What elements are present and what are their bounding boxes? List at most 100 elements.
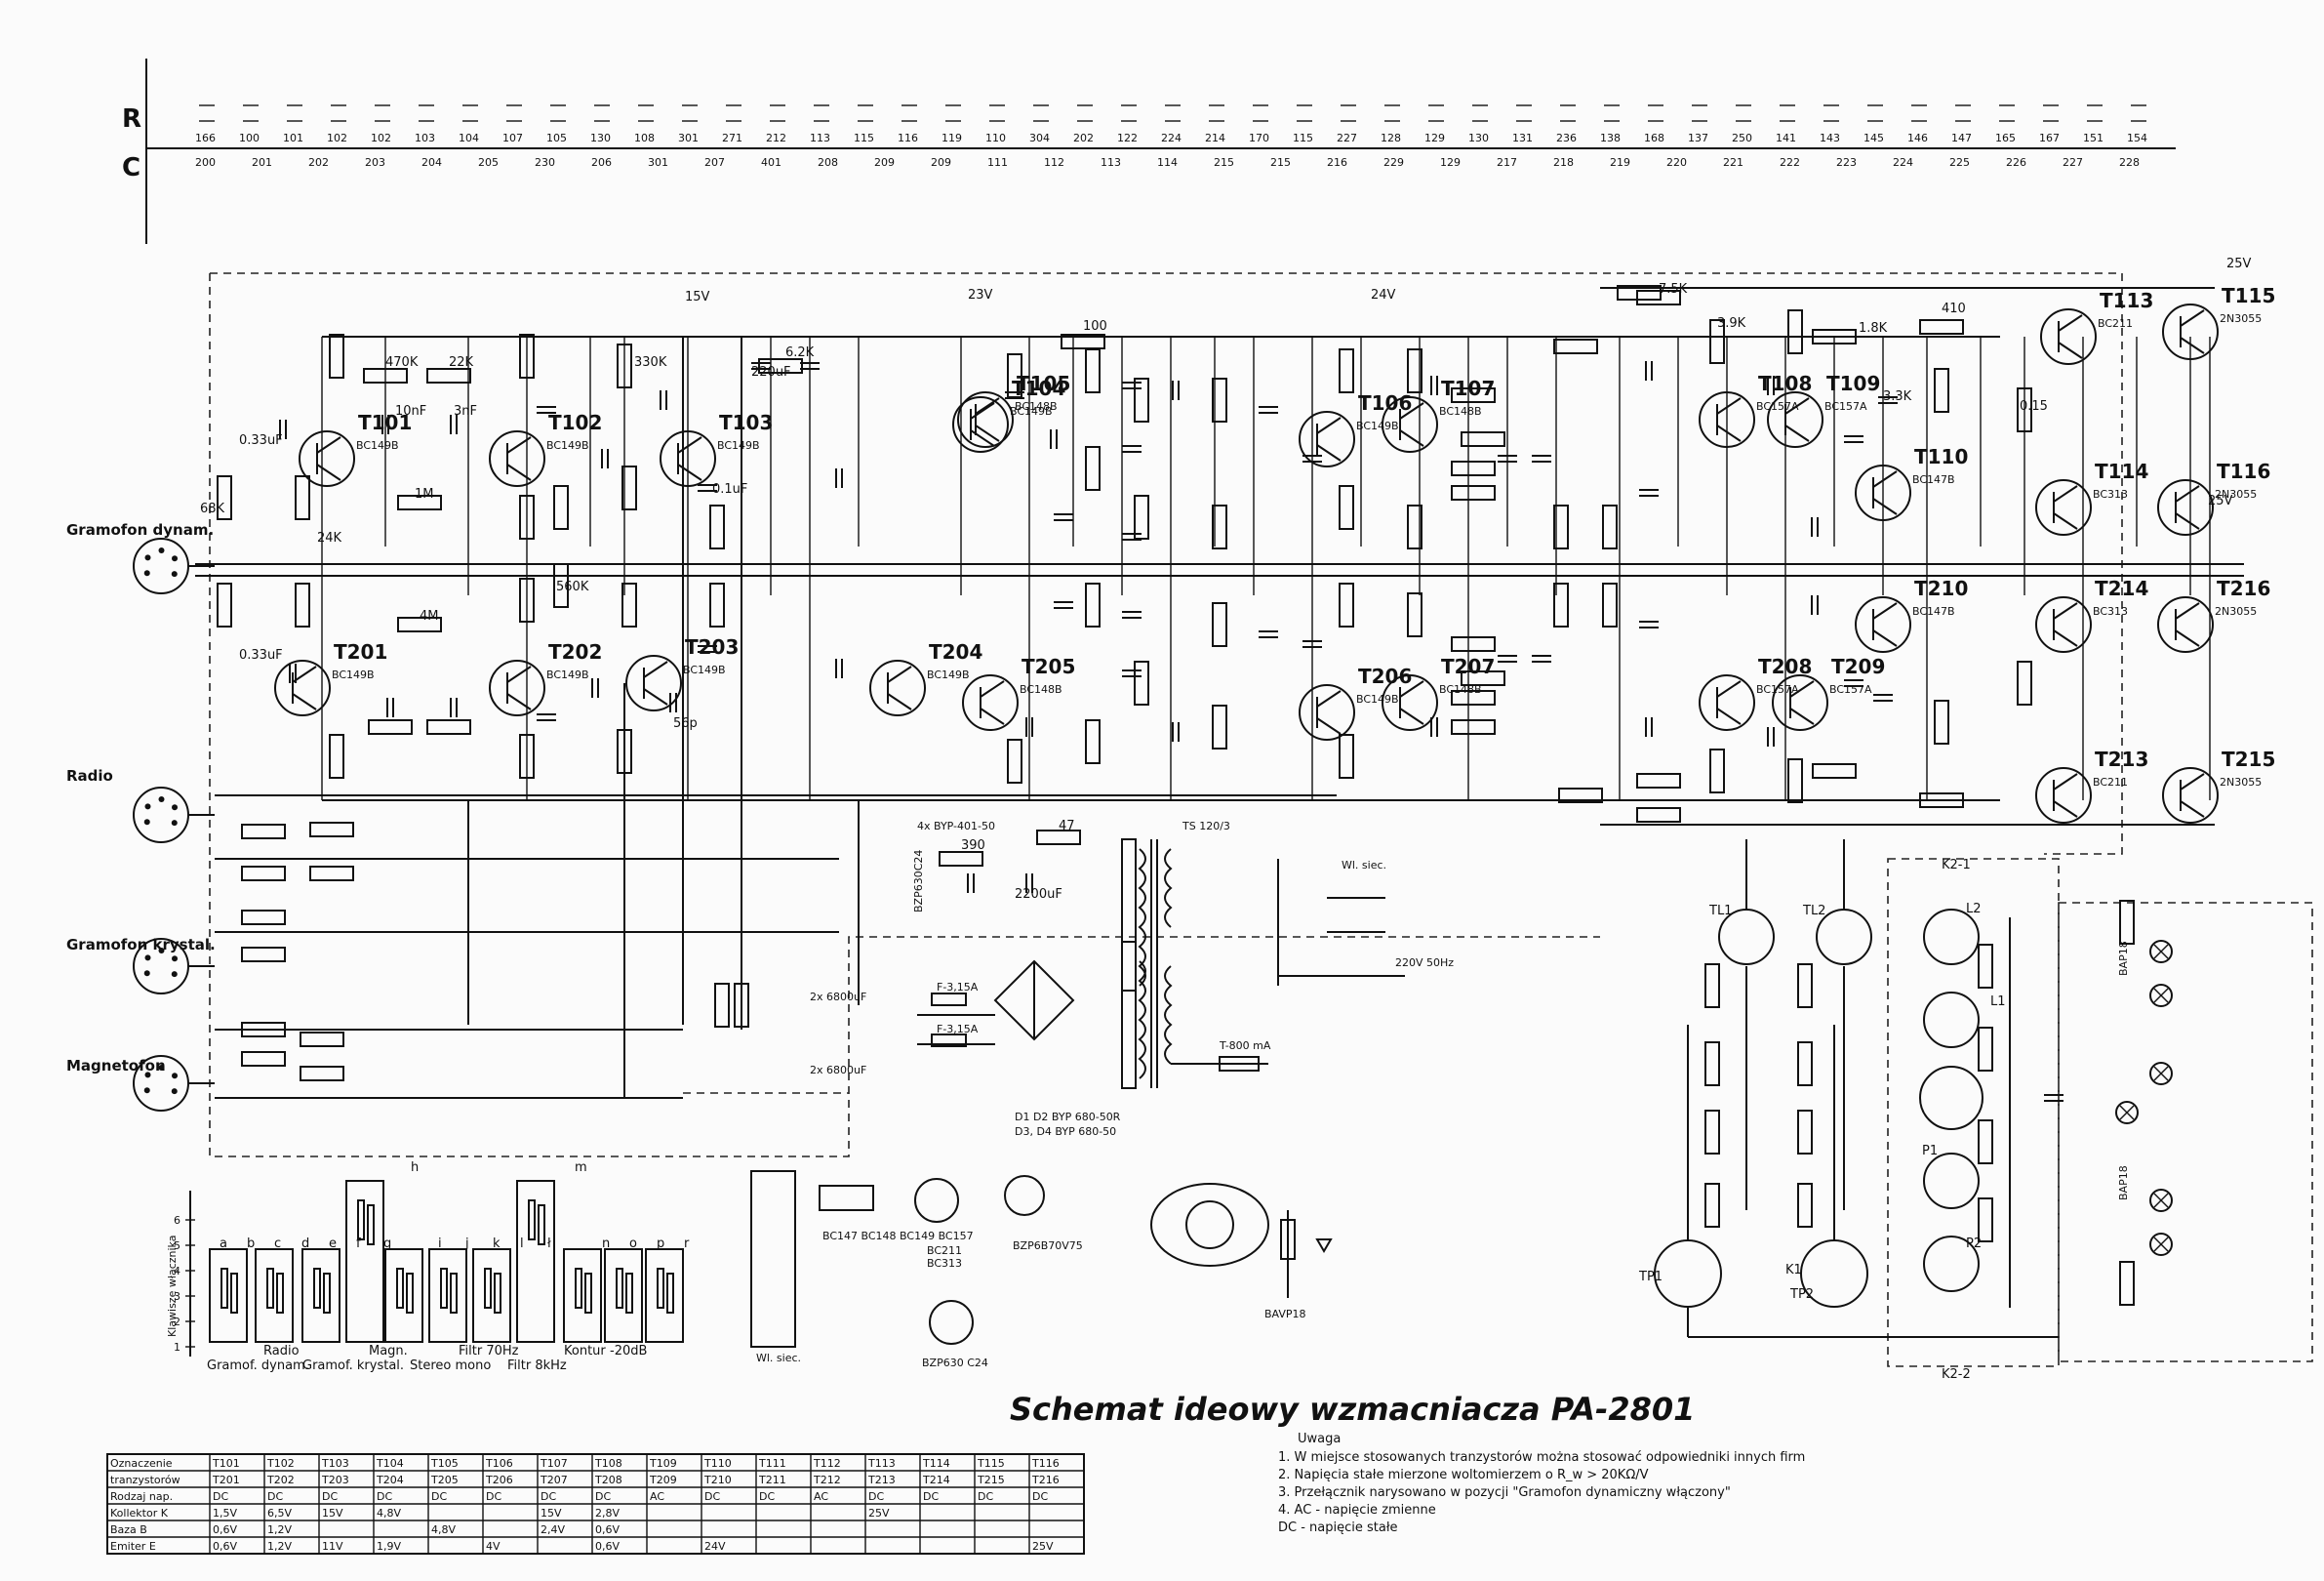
c56p-label: 56p xyxy=(673,716,698,731)
resistor-6 xyxy=(397,495,442,510)
transistor-t210-label: T210 xyxy=(1914,577,1968,600)
resistor-66 xyxy=(1919,792,1964,808)
transistor-t102-body xyxy=(489,430,545,487)
resistor-80 xyxy=(1797,1110,1813,1155)
schematic-title: Schemat ideowy wzmacniacza PA-2801 xyxy=(1010,1391,1695,1428)
transistor-t214-type: BC313 xyxy=(2093,605,2128,618)
resistor-35 xyxy=(1212,378,1227,423)
resistor-100 xyxy=(1558,788,1603,803)
v23-label: 23V xyxy=(968,288,993,303)
transformer-label: TS 120/3 xyxy=(1182,820,1230,832)
switch-key-3-contact-a xyxy=(357,1199,365,1240)
transistor-t207-collector xyxy=(1399,680,1424,698)
pinout-bzp630: BZP630 C24 xyxy=(922,1357,988,1369)
r-index-8: 105 xyxy=(546,132,567,144)
transistor-t206-emitter xyxy=(1316,717,1342,735)
main-buses xyxy=(195,287,2244,1099)
c-axis-label: C xyxy=(122,153,140,182)
transistor-t114-body xyxy=(2035,479,2092,536)
resistor-52 xyxy=(1451,690,1496,706)
resistor-96 xyxy=(714,983,730,1028)
din-pin-3-4 xyxy=(171,1088,178,1095)
transistor-t203-collector xyxy=(643,661,668,678)
transistor-t209-body xyxy=(1772,674,1828,731)
table-header2-3: T203 xyxy=(321,1474,349,1486)
transistor-t203-body xyxy=(625,655,682,711)
r-index-4: 102 xyxy=(371,132,391,144)
transistor-t108-type: BC157A xyxy=(1756,400,1799,413)
switch-key-6-contact-b xyxy=(494,1273,501,1314)
resistor-42 xyxy=(1339,734,1354,779)
table-header2-2: T202 xyxy=(266,1474,295,1486)
resistor-97 xyxy=(734,983,749,1028)
switch-key-0-contact-b xyxy=(230,1273,238,1314)
r1m-label: 1M xyxy=(415,487,434,502)
p1-label: P1 xyxy=(1922,1144,1938,1158)
c-index-9: 207 xyxy=(704,156,725,169)
table-header-2: T102 xyxy=(266,1457,295,1470)
transistor-t210-collector xyxy=(1872,602,1898,620)
resistor-90 xyxy=(241,1022,286,1037)
c-index-33: 227 xyxy=(2063,156,2083,169)
input-sockets[interactable] xyxy=(133,538,215,1112)
resistor-22 xyxy=(709,505,725,549)
table-header-16: T116 xyxy=(1031,1457,1060,1470)
c-index-6: 230 xyxy=(535,156,555,169)
resistor-48 xyxy=(1451,461,1496,476)
c-index-29: 223 xyxy=(1836,156,1857,169)
resistor-37 xyxy=(1212,602,1227,647)
resistor-28 xyxy=(1085,446,1101,491)
transistor-t215-label: T215 xyxy=(2222,748,2275,771)
key-col-14: n xyxy=(602,1236,610,1251)
transistor-t204-label: T204 xyxy=(929,640,982,664)
bridge-label: D1 D2 BYP 680-50R xyxy=(1015,1111,1121,1123)
resistor-57 xyxy=(1602,583,1618,628)
resistor-68 xyxy=(1934,700,1949,745)
note-line-2: 2. Napięcia stałe mierzone woltomierzem … xyxy=(1278,1468,1649,1482)
transistor-t113-collector xyxy=(2058,314,2083,332)
transistor-t107-type: BC148B xyxy=(1439,405,1482,418)
resistor-84 xyxy=(1978,1119,1993,1164)
r-index-18: 110 xyxy=(985,132,1006,144)
pinout-drawings: BC211 BC313 BZP6B70V75 BC147 BC148 BC149… xyxy=(750,1170,1333,1369)
transistor-t214-collector xyxy=(2053,602,2078,620)
input-radio-label: Radio xyxy=(66,767,113,785)
transistor-t209-label: T209 xyxy=(1831,655,1885,678)
r390-label: 390 xyxy=(961,838,985,853)
transistor-t214-emitter xyxy=(2053,629,2078,647)
c-index-11: 208 xyxy=(818,156,838,169)
transistor-t114-collector xyxy=(2053,485,2078,503)
key-label-magn: Magn. xyxy=(369,1344,408,1358)
table-cell-3-3: 11V xyxy=(322,1540,343,1553)
key-tick-label-4: 5 xyxy=(174,1239,180,1252)
transistor-t115-collector xyxy=(2180,309,2205,327)
r-index-16: 116 xyxy=(898,132,918,144)
transistor-t104-collector xyxy=(970,402,995,420)
transistor-t205-type: BC148B xyxy=(1020,683,1062,696)
r-index-17: 119 xyxy=(942,132,962,144)
c-index-14: 111 xyxy=(987,156,1008,169)
r-index-13: 212 xyxy=(766,132,786,144)
key-tick-label-0: 1 xyxy=(174,1341,180,1354)
k22-label: K2-2 xyxy=(1942,1367,1971,1382)
resistor-94 xyxy=(309,822,354,837)
r22k-label: 22K xyxy=(449,355,474,370)
lamp-1 xyxy=(2149,984,2173,1007)
r-index-24: 170 xyxy=(1249,132,1269,144)
table-cell-2-2: 1,2V xyxy=(267,1523,292,1536)
resistor-93 xyxy=(300,1066,344,1081)
note-line-3: 3. Przełącznik narysowano w pozycji "Gra… xyxy=(1278,1485,1731,1500)
r-index-44: 154 xyxy=(2127,132,2147,144)
switch-keys[interactable] xyxy=(209,1180,684,1343)
key-col-6: g xyxy=(383,1236,391,1251)
key-tick-label-5: 6 xyxy=(174,1214,180,1227)
resistor-group xyxy=(217,285,2135,1306)
lamp-5 xyxy=(2115,1101,2139,1124)
transistor-t101-label: T101 xyxy=(358,411,412,434)
transistor-t204-body xyxy=(869,660,926,716)
transistor-t101-body xyxy=(299,430,355,487)
switch-key-3 xyxy=(345,1180,384,1343)
c-index-21: 229 xyxy=(1383,156,1404,169)
